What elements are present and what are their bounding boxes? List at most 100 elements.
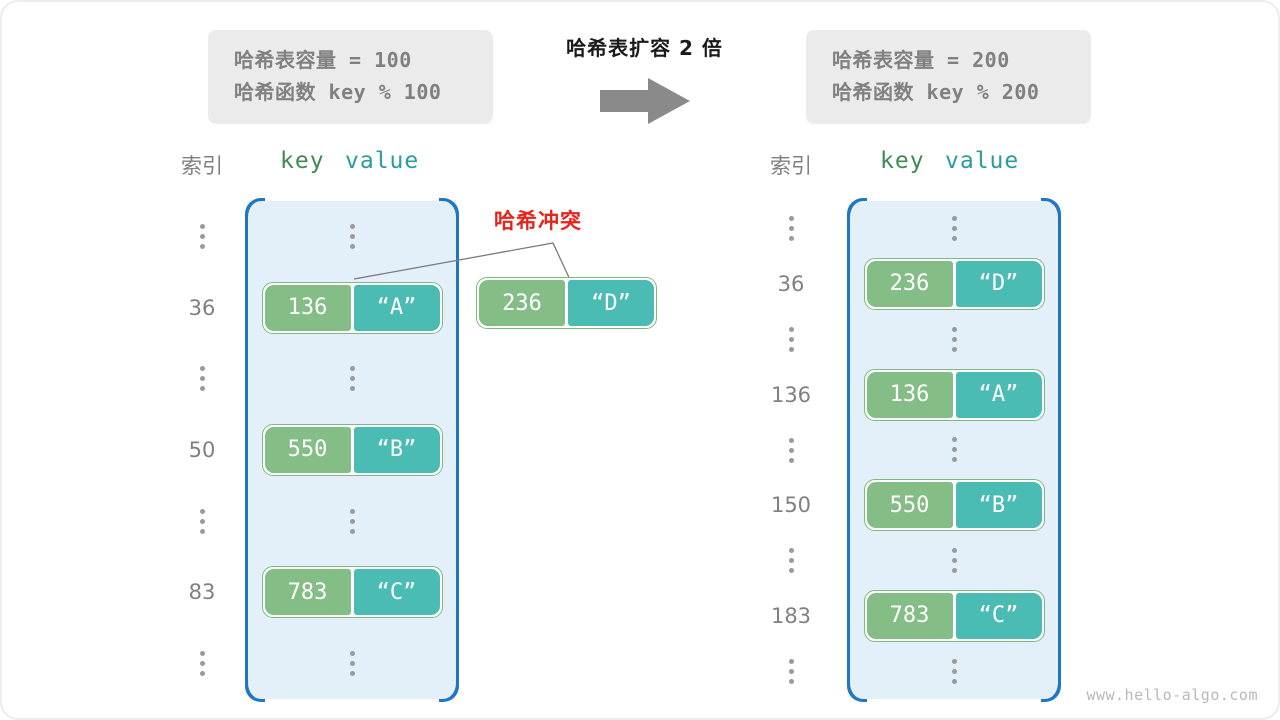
vertical-ellipsis-icon: [173, 506, 231, 536]
table-row-ellipsis: [850, 644, 1058, 699]
left-value-caption: value: [345, 148, 420, 174]
value-cell: “D”: [568, 280, 654, 326]
vertical-ellipsis-icon: [349, 650, 355, 676]
table-row: 236“D”: [850, 256, 1058, 311]
corner-bottom-right: [439, 682, 459, 702]
vertical-ellipsis-icon: [762, 546, 820, 576]
table-row-ellipsis: [248, 628, 456, 699]
left-key-caption: key: [280, 148, 325, 174]
left-hash-function-line: 哈希函数 key % 100: [234, 80, 442, 104]
right-arrow-icon: [600, 78, 690, 124]
value-cell: “C”: [955, 592, 1042, 639]
corner-top-right: [439, 198, 459, 218]
table-row-ellipsis: [850, 422, 1058, 477]
corner-top-left: [245, 198, 265, 218]
key-cell: 136: [264, 284, 351, 331]
collision-label: 哈希冲突: [494, 209, 582, 233]
corner-bottom-left: [847, 682, 867, 702]
key-value-pair[interactable]: 550“B”: [863, 479, 1045, 532]
key-cell: 236: [866, 260, 953, 307]
vertical-ellipsis-icon: [762, 324, 820, 354]
key-value-pair[interactable]: 783“C”: [863, 589, 1045, 642]
vertical-ellipsis-icon: [951, 437, 957, 463]
vertical-ellipsis-icon: [173, 222, 231, 252]
key-value-pair[interactable]: 136“A”: [863, 368, 1045, 421]
value-cell: “B”: [353, 426, 440, 473]
vertical-ellipsis-icon: [173, 648, 231, 678]
index-label: 150: [770, 493, 812, 518]
key-value-pair[interactable]: 236“D”: [863, 257, 1045, 310]
key-value-pair[interactable]: 783“C”: [261, 566, 443, 619]
vertical-ellipsis-icon: [951, 658, 957, 684]
table-row: 783“C”: [248, 557, 456, 628]
vertical-ellipsis-icon: [349, 508, 355, 534]
left-hash-table: 136“A” 550“B” 783“C”: [245, 198, 459, 702]
index-ellipsis: [762, 435, 820, 465]
table-row: 783“C”: [850, 588, 1058, 643]
index-ellipsis: [762, 546, 820, 576]
vertical-ellipsis-icon: [951, 216, 957, 242]
vertical-ellipsis-icon: [349, 366, 355, 392]
index-ellipsis: [173, 222, 231, 252]
value-cell: “A”: [955, 371, 1042, 418]
corner-bottom-right: [1041, 682, 1061, 702]
vertical-ellipsis-icon: [762, 656, 820, 686]
value-cell: “C”: [353, 569, 440, 616]
corner-bottom-left: [245, 682, 265, 702]
index-label: 136: [770, 382, 812, 407]
table-row: 550“B”: [248, 414, 456, 485]
vertical-ellipsis-icon: [951, 326, 957, 352]
index-ellipsis: [762, 214, 820, 244]
left-hash-table-info-box: 哈希表容量 = 100 哈希函数 key % 100: [208, 30, 493, 124]
right-index-caption: 索引: [770, 154, 812, 178]
table-row-ellipsis: [850, 201, 1058, 256]
key-value-pair[interactable]: 136“A”: [261, 281, 443, 334]
index-label: 83: [188, 580, 216, 605]
right-capacity-line: 哈希表容量 = 200: [832, 48, 1010, 72]
vertical-ellipsis-icon: [762, 435, 820, 465]
key-cell: 783: [264, 569, 351, 616]
table-row: 136“A”: [850, 367, 1058, 422]
table-row-ellipsis: [248, 486, 456, 557]
index-ellipsis: [762, 324, 820, 354]
key-value-pair[interactable]: 550“B”: [261, 423, 443, 476]
vertical-ellipsis-icon: [349, 224, 355, 250]
watermark: www.hello-algo.com: [1086, 686, 1258, 704]
key-cell: 550: [264, 426, 351, 473]
table-row-ellipsis: [248, 343, 456, 414]
vertical-ellipsis-icon: [951, 548, 957, 574]
right-hash-function-line: 哈希函数 key % 200: [832, 80, 1040, 104]
index-label: 36: [188, 295, 216, 320]
index-ellipsis: [762, 656, 820, 686]
value-cell: “B”: [955, 482, 1042, 529]
right-hash-table-info-box: 哈希表容量 = 200 哈希函数 key % 200: [806, 30, 1091, 124]
index-ellipsis: [173, 364, 231, 394]
table-row-ellipsis: [850, 533, 1058, 588]
index-ellipsis: [173, 648, 231, 678]
table-row: 550“B”: [850, 478, 1058, 533]
table-row-ellipsis: [248, 201, 456, 272]
left-index-caption: 索引: [181, 154, 223, 178]
key-cell: 550: [866, 482, 953, 529]
index-label: 183: [770, 604, 812, 628]
corner-top-left: [847, 198, 867, 218]
table-row: 136“A”: [248, 272, 456, 343]
vertical-ellipsis-icon: [173, 364, 231, 394]
index-label: 50: [188, 438, 216, 462]
key-cell: 783: [866, 592, 953, 639]
key-cell: 236: [479, 280, 565, 326]
corner-top-right: [1041, 198, 1061, 218]
colliding-entry-pair[interactable]: 236“D”: [476, 277, 657, 329]
value-cell: “D”: [955, 260, 1042, 307]
expand-title: 哈希表扩容 2 倍: [566, 36, 723, 60]
vertical-ellipsis-icon: [762, 214, 820, 244]
right-value-caption: value: [945, 148, 1020, 174]
key-value-pair[interactable]: 236“D”: [476, 277, 657, 329]
index-label: 36: [777, 272, 805, 296]
left-capacity-line: 哈希表容量 = 100: [234, 48, 412, 72]
table-row-ellipsis: [850, 312, 1058, 367]
value-cell: “A”: [353, 284, 440, 331]
key-cell: 136: [866, 371, 953, 418]
right-key-caption: key: [880, 148, 925, 174]
